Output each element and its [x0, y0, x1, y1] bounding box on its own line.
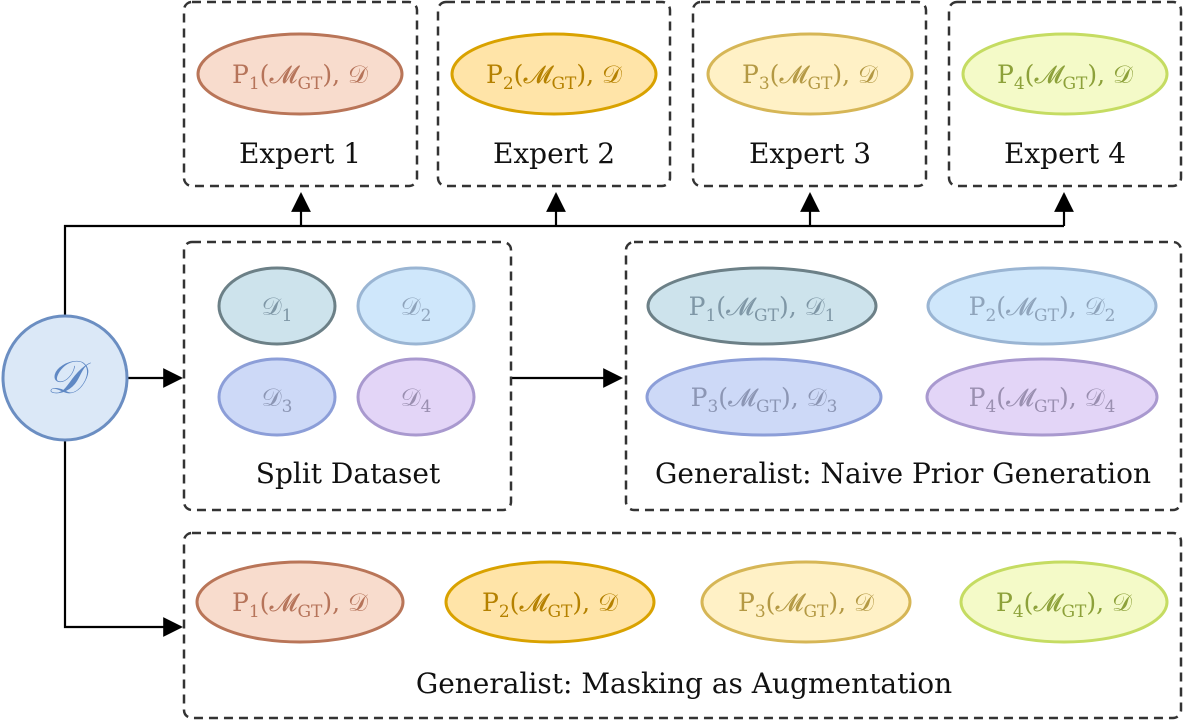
expert-4-label: Expert 4: [1004, 137, 1126, 170]
svg-text:P3(𝓜GT), 𝒟3: P3(𝓜GT), 𝒟3: [691, 383, 838, 417]
naive-item-3-ellipse: P3(𝓜GT), 𝒟3: [645, 357, 883, 437]
split-d2-ellipse: 𝒟2: [356, 266, 476, 346]
svg-text:𝒟4: 𝒟4: [401, 383, 432, 417]
expert-1-label: Expert 1: [239, 137, 361, 170]
naive-item-2-ellipse: P2(𝓜GT), 𝒟2: [926, 266, 1158, 346]
svg-text:P1(𝓜GT), 𝒟1: P1(𝓜GT), 𝒟1: [689, 292, 836, 326]
svg-text:P3(𝓜GT), 𝒟: P3(𝓜GT), 𝒟: [738, 588, 874, 622]
svg-text:P4(𝓜GT), 𝒟: P4(𝓜GT), 𝒟: [996, 588, 1132, 622]
naive-prior-box: [624, 240, 1183, 512]
split-d1-ellipse: 𝒟1: [217, 266, 337, 346]
connectors: [63, 192, 1074, 637]
svg-text:𝒟1: 𝒟1: [262, 292, 293, 326]
source-dataset-node: 𝒟: [1, 314, 129, 442]
expert-4-ellipse: P4(𝓜GT), 𝒟: [961, 32, 1169, 116]
svg-text:P2(𝓜GT), 𝒟: P2(𝓜GT), 𝒟: [482, 588, 618, 622]
naive-item-1-ellipse: P1(𝓜GT), 𝒟1: [646, 266, 878, 346]
svg-text:P2(𝓜GT), 𝒟2: P2(𝓜GT), 𝒟2: [969, 292, 1116, 326]
expert-1-ellipse: P1(𝓜GT), 𝒟: [196, 32, 404, 116]
expert-3-ellipse: P3(𝓜GT), 𝒟: [706, 32, 914, 116]
expert-bus-line: [63, 224, 1064, 318]
svg-text:𝒟3: 𝒟3: [262, 383, 293, 417]
svg-text:P1(𝓜GT), 𝒟: P1(𝓜GT), 𝒟: [232, 588, 368, 622]
masking-augmentation-title: Generalist: Masking as Augmentation: [416, 667, 952, 700]
svg-text:P4(𝓜GT), 𝒟4: P4(𝓜GT), 𝒟4: [969, 383, 1116, 417]
masking-item-3-ellipse: P3(𝓜GT), 𝒟: [700, 560, 912, 644]
masking-item-4-ellipse: P4(𝓜GT), 𝒟: [959, 560, 1169, 644]
arrow-to-masking: [63, 440, 183, 637]
expert-2-ellipse: P2(𝓜GT), 𝒟: [450, 32, 658, 116]
masking-item-1-ellipse: P1(𝓜GT), 𝒟: [195, 560, 405, 644]
split-dataset-title: Split Dataset: [256, 457, 441, 490]
naive-prior-title: Generalist: Naive Prior Generation: [655, 457, 1151, 490]
svg-text:P1(𝓜GT), 𝒟: P1(𝓜GT), 𝒟: [232, 60, 368, 94]
svg-text:P2(𝓜GT), 𝒟: P2(𝓜GT), 𝒟: [486, 60, 622, 94]
svg-text:P3(𝓜GT), 𝒟: P3(𝓜GT), 𝒟: [742, 60, 878, 94]
svg-text:P4(𝓜GT), 𝒟: P4(𝓜GT), 𝒟: [997, 60, 1133, 94]
expert-3-label: Expert 3: [749, 137, 871, 170]
split-d4-ellipse: 𝒟4: [356, 357, 476, 437]
expert-2-box: [436, 0, 672, 188]
expert-3-box: [691, 0, 928, 188]
masking-item-2-ellipse: P2(𝓜GT), 𝒟: [444, 560, 656, 644]
split-dataset-box: [182, 240, 513, 512]
expert-1-box: [182, 0, 419, 188]
naive-item-4-ellipse: P4(𝓜GT), 𝒟4: [925, 357, 1159, 437]
expert-4-box: [947, 0, 1183, 188]
split-d3-ellipse: 𝒟3: [217, 357, 337, 437]
masking-augmentation-box: [182, 531, 1183, 720]
svg-text:𝒟2: 𝒟2: [401, 292, 432, 326]
expert-2-label: Expert 2: [493, 137, 615, 170]
